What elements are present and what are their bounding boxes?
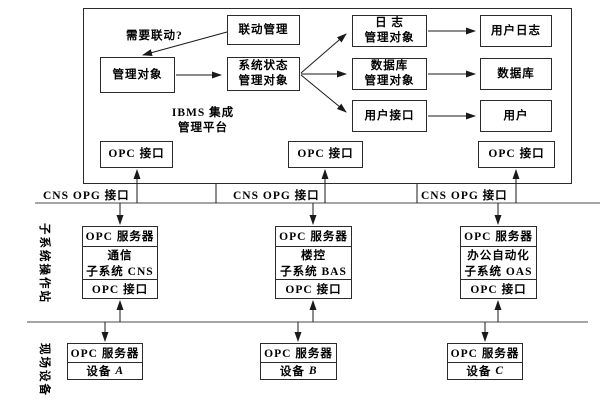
- arrow-status-to-log: [300, 33, 347, 74]
- subsystem-oas-interface: OPC 接口: [461, 278, 536, 299]
- bus-label-1: CNS OPG 接口: [43, 190, 130, 202]
- subsystem-oas: OPC 服务器 办公自动化 子系统 OAS OPC 接口: [460, 226, 537, 299]
- box-database: 数据库: [480, 58, 552, 90]
- subsystem-cns-name: 通信 子系统 CNS: [83, 245, 157, 279]
- box-opc-interface-right: OPC 接口: [478, 141, 555, 168]
- log-mgr-line1: 日 志: [375, 17, 404, 29]
- subsystem-cns: OPC 服务器 通信 子系统 CNS OPC 接口: [82, 226, 158, 299]
- box-linkage-management: 联动管理: [227, 15, 300, 45]
- arrow-status-to-ui: [300, 74, 347, 113]
- box-opc-interface-left: OPC 接口: [100, 141, 173, 168]
- box-user-interface: 用户接口: [352, 100, 427, 132]
- subsystem-oas-name: 办公自动化 子系统 OAS: [461, 245, 536, 279]
- side-label-field-devices: 现场设备: [38, 343, 50, 397]
- subsystem-bas: OPC 服务器 楼控 子系统 BAS OPC 接口: [275, 226, 352, 299]
- db-mgr-line1: 数据库: [370, 60, 409, 72]
- subsystem-oas-name-line2: 子系统 OAS: [464, 265, 533, 278]
- device-a-letter: A: [115, 365, 124, 377]
- device-b-name-prefix: 设备: [279, 366, 305, 378]
- device-c-letter: C: [495, 365, 504, 377]
- subsystem-oas-server: OPC 服务器: [464, 231, 533, 244]
- subsystem-cns-server: OPC 服务器: [85, 231, 155, 244]
- ibms-platform-frame: [83, 8, 572, 184]
- box-system-status-managed-object: 系统状态 管理对象: [227, 57, 300, 91]
- box-user-log: 用户日志: [480, 15, 552, 47]
- log-mgr-line2: 管理对象: [364, 32, 415, 44]
- subsystem-cns-name-line2: 子系统 CNS: [86, 265, 154, 278]
- box-database-managed-object: 数据库 管理对象: [352, 58, 427, 90]
- box-opc-interface-mid: OPC 接口: [288, 141, 363, 168]
- subsystem-bas-name-line1: 楼控: [301, 249, 326, 262]
- device-c-name-prefix: 设备: [466, 366, 492, 378]
- box-managed-object: 管理对象: [100, 57, 175, 93]
- system-status-line1: 系统状态: [238, 60, 289, 72]
- db-mgr-line2: 管理对象: [364, 75, 415, 87]
- box-log-managed-object: 日 志 管理对象: [352, 15, 427, 47]
- device-c-server: OPC 服务器: [450, 348, 520, 360]
- device-b-letter: B: [308, 365, 318, 377]
- device-a-server: OPC 服务器: [70, 348, 140, 360]
- subsystem-cns-interface: OPC 接口: [83, 278, 157, 299]
- subsystem-bas-name-line2: 子系统 BAS: [280, 265, 347, 278]
- subsystem-bas-name: 楼控 子系统 BAS: [276, 245, 351, 279]
- system-status-line2: 管理对象: [238, 75, 289, 87]
- side-label-subsystem-stations: 子系统操作站: [38, 223, 50, 304]
- subsystem-cns-name-line1: 通信: [107, 249, 133, 262]
- bus-label-2: CNS OPG 接口: [233, 190, 320, 202]
- device-b-server: OPC 服务器: [264, 348, 333, 360]
- subsystem-bas-interface: OPC 接口: [276, 278, 351, 299]
- platform-caption-line1: IBMS 集成: [171, 107, 235, 119]
- bus-label-3: CNS OPG 接口: [421, 190, 508, 202]
- platform-caption-line2: 管理平台: [178, 122, 228, 134]
- subsystem-bas-server: OPC 服务器: [279, 231, 348, 244]
- platform-caption: IBMS 集成 管理平台: [163, 106, 243, 136]
- device-a-name-prefix: 设备: [86, 366, 112, 378]
- linkage-question-label: 需要联动?: [126, 30, 183, 42]
- arrow-linkage-to-managed: [142, 31, 228, 56]
- box-user: 用户: [480, 100, 552, 132]
- subsystem-oas-name-line1: 办公自动化: [467, 249, 530, 262]
